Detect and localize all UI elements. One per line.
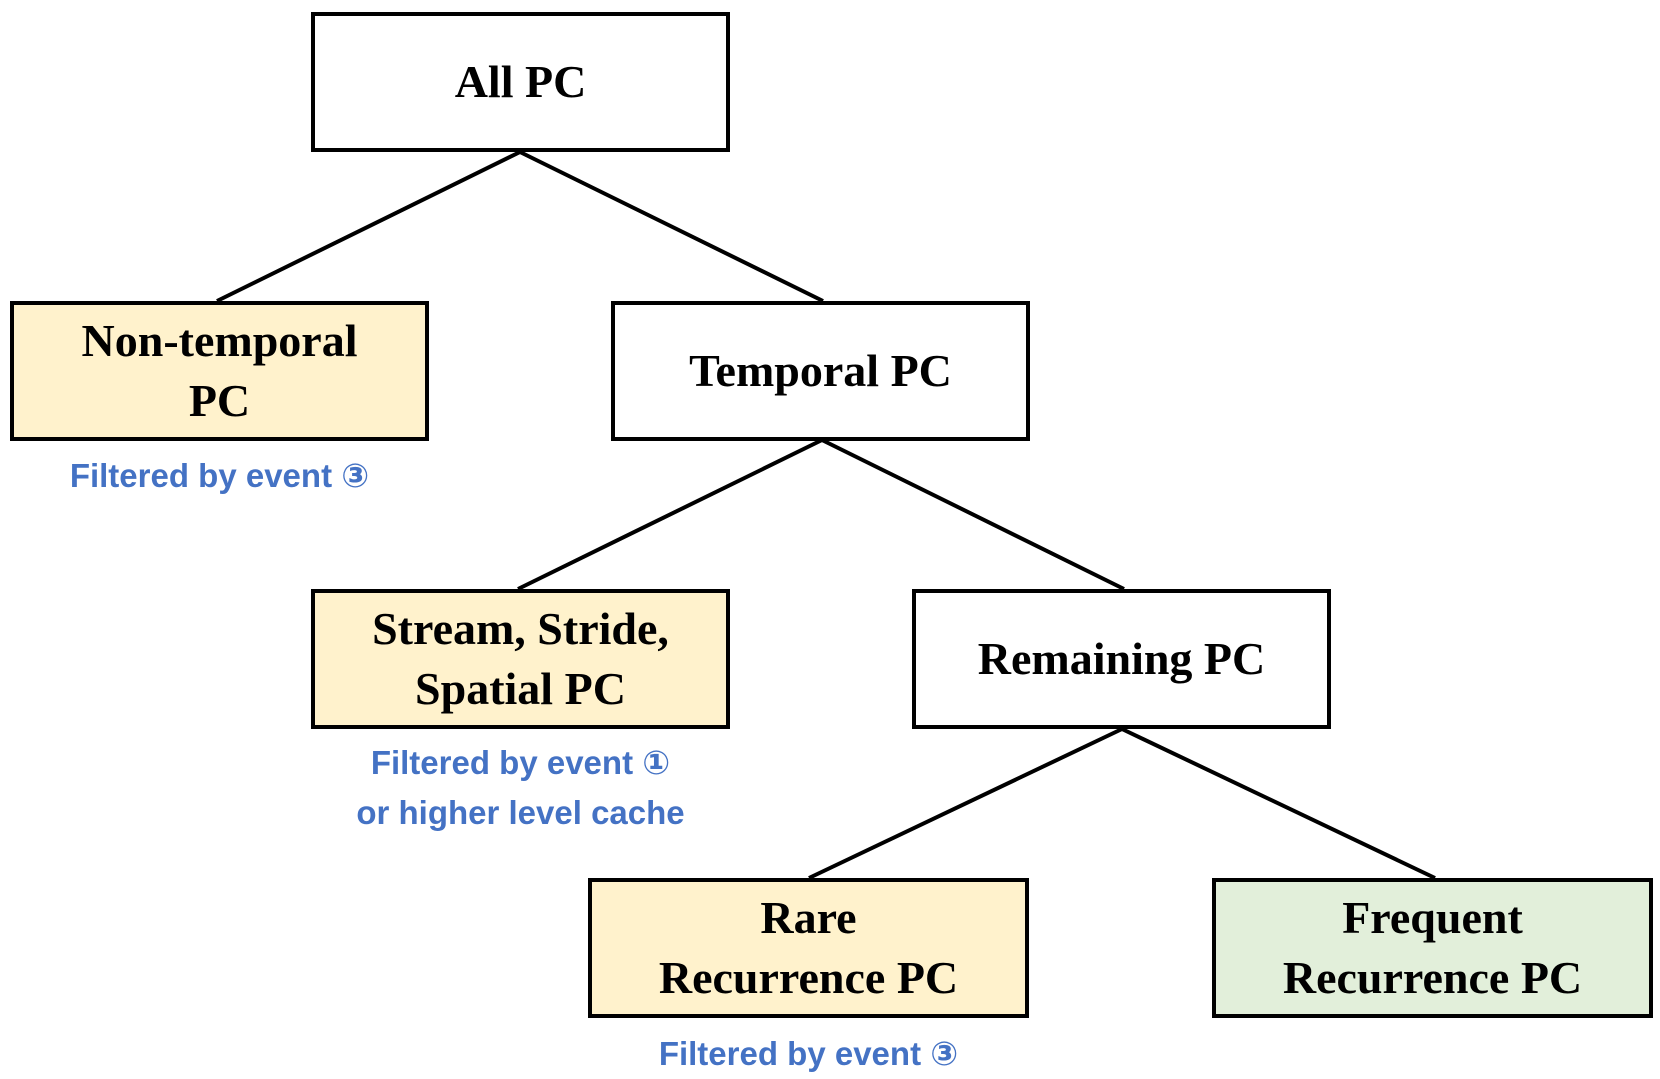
note-non-temporal-filtered: Filtered by event ③: [69, 457, 370, 494]
node-frequent-recurrence-pc: Frequent Recurrence PC: [1212, 878, 1653, 1018]
note-stream-filtered: Filtered by event ① or higher level cach…: [356, 744, 685, 831]
note-rare-filtered: Filtered by event ③: [658, 1035, 959, 1072]
node-temporal-pc: Temporal PC: [611, 301, 1030, 441]
node-remaining-pc: Remaining PC: [912, 589, 1331, 729]
edge-all-to-nontemporal: [216, 150, 521, 303]
edge-remaining-to-frequent: [1121, 727, 1436, 880]
node-all-pc: All PC: [311, 12, 730, 152]
node-rare-recurrence-pc: Rare Recurrence PC: [588, 878, 1029, 1018]
edge-remaining-to-rare: [808, 727, 1123, 880]
edge-temporal-to-stream: [517, 438, 823, 591]
node-non-temporal-pc: Non-temporal PC: [10, 301, 429, 441]
node-stream-stride-spatial-pc: Stream, Stride, Spatial PC: [311, 589, 730, 729]
edge-temporal-to-remaining: [821, 438, 1125, 591]
edge-all-to-temporal: [519, 150, 824, 303]
